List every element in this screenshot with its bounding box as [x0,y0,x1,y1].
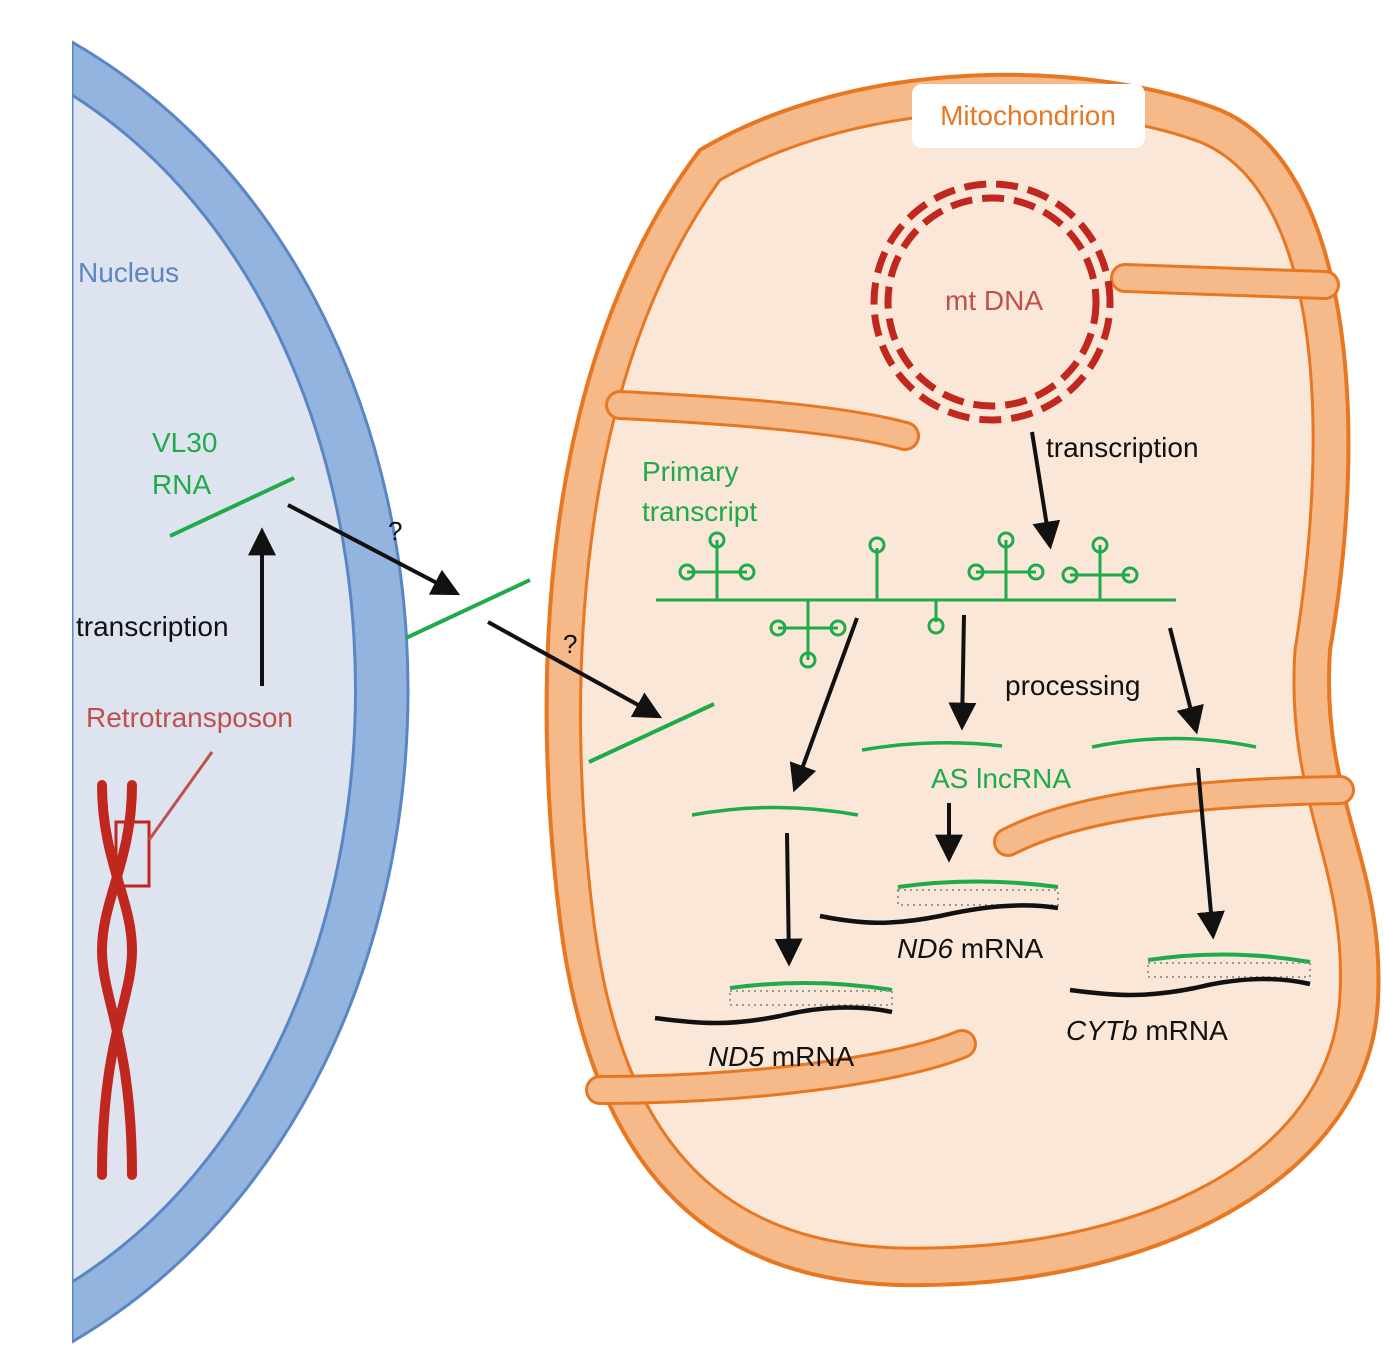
nd5-mrna-label: ND5 mRNA [708,1041,855,1072]
as-lncrna-nd6 [861,741,1003,752]
nd5-mrna-suffix: mRNA [764,1041,855,1072]
processing-arrow-nd6 [948,614,977,731]
mitochondrion-label: Mitochondrion [940,100,1116,131]
mitochondrion-label-box [912,84,1145,148]
nd6-duplex [819,879,1059,925]
cytb-mrna-label: CYTb mRNA [1066,1015,1228,1046]
trna-cloverleaf [1061,536,1139,600]
as-lncrna-cytb [1091,736,1257,749]
mito-matrix [579,110,1343,1250]
transcription-arrow-mito [1030,431,1061,550]
processing-arrow-cytb [1168,627,1204,735]
vl30-rna-strand [169,476,295,538]
processing-arrow-nd5 [789,617,859,793]
transcription-label-nucleus: transcription [76,611,229,642]
question-mark-1: ? [388,516,402,546]
as-lncrna-label: AS lncRNA [931,763,1071,794]
binding-arrow-cytb [1196,767,1225,940]
retrotransposon-box [114,820,151,888]
trna-cloverleaf [967,531,1045,600]
cytb-mrna-suffix: mRNA [1138,1015,1229,1046]
primary-transcript-label-line1: Primary [642,456,738,487]
mtdna-ring [870,180,1114,424]
nucleoplasm [72,93,357,1284]
primary-transcript-label-line2: transcript [642,496,757,527]
cytb-gene-name: CYTb [1066,1015,1138,1046]
cytb-duplex [1069,952,1311,998]
trna-cloverleaf [678,531,756,600]
retrotransposon-pointer [147,751,214,841]
crista [585,1029,977,1105]
cristae [585,263,1355,1105]
binding-arrow-nd5 [774,832,803,967]
chromosome [96,780,138,1180]
nd6-mrna-suffix: mRNA [953,933,1044,964]
mitochondrion: Mitochondrion mt DNA transcription Prima… [544,72,1381,1288]
nd5-gene-name: ND5 [708,1041,764,1072]
vl30-label-line2: RNA [152,469,211,500]
nd6-gene-name: ND6 [897,933,953,964]
as-lncrna-nd5 [691,805,859,817]
question-mark-2: ? [563,629,577,659]
import-arrow-2 [487,620,663,719]
transcription-label-mito: transcription [1046,432,1199,463]
nucleus-label: Nucleus [78,257,179,288]
nd5-duplex [654,980,893,1026]
nd6-mrna-label: ND6 mRNA [897,933,1044,964]
vl30-rna-mitochondrion [588,702,715,764]
trna-cloverleaf [769,600,847,669]
crista [605,390,920,451]
trna-hairpin [927,600,945,635]
vl30-label-line1: VL30 [152,427,217,458]
mtdna-label: mt DNA [945,285,1043,316]
trna-hairpin [868,536,886,600]
nucleus [72,40,410,1344]
vl30-rna-cytoplasm [405,578,531,640]
retrotransposon-label: Retrotransposon [86,702,293,733]
crista [993,775,1355,857]
export-arrow-1 [287,503,461,596]
processing-label: processing [1005,670,1140,701]
primary-transcript [656,531,1176,669]
crista [1110,263,1340,300]
